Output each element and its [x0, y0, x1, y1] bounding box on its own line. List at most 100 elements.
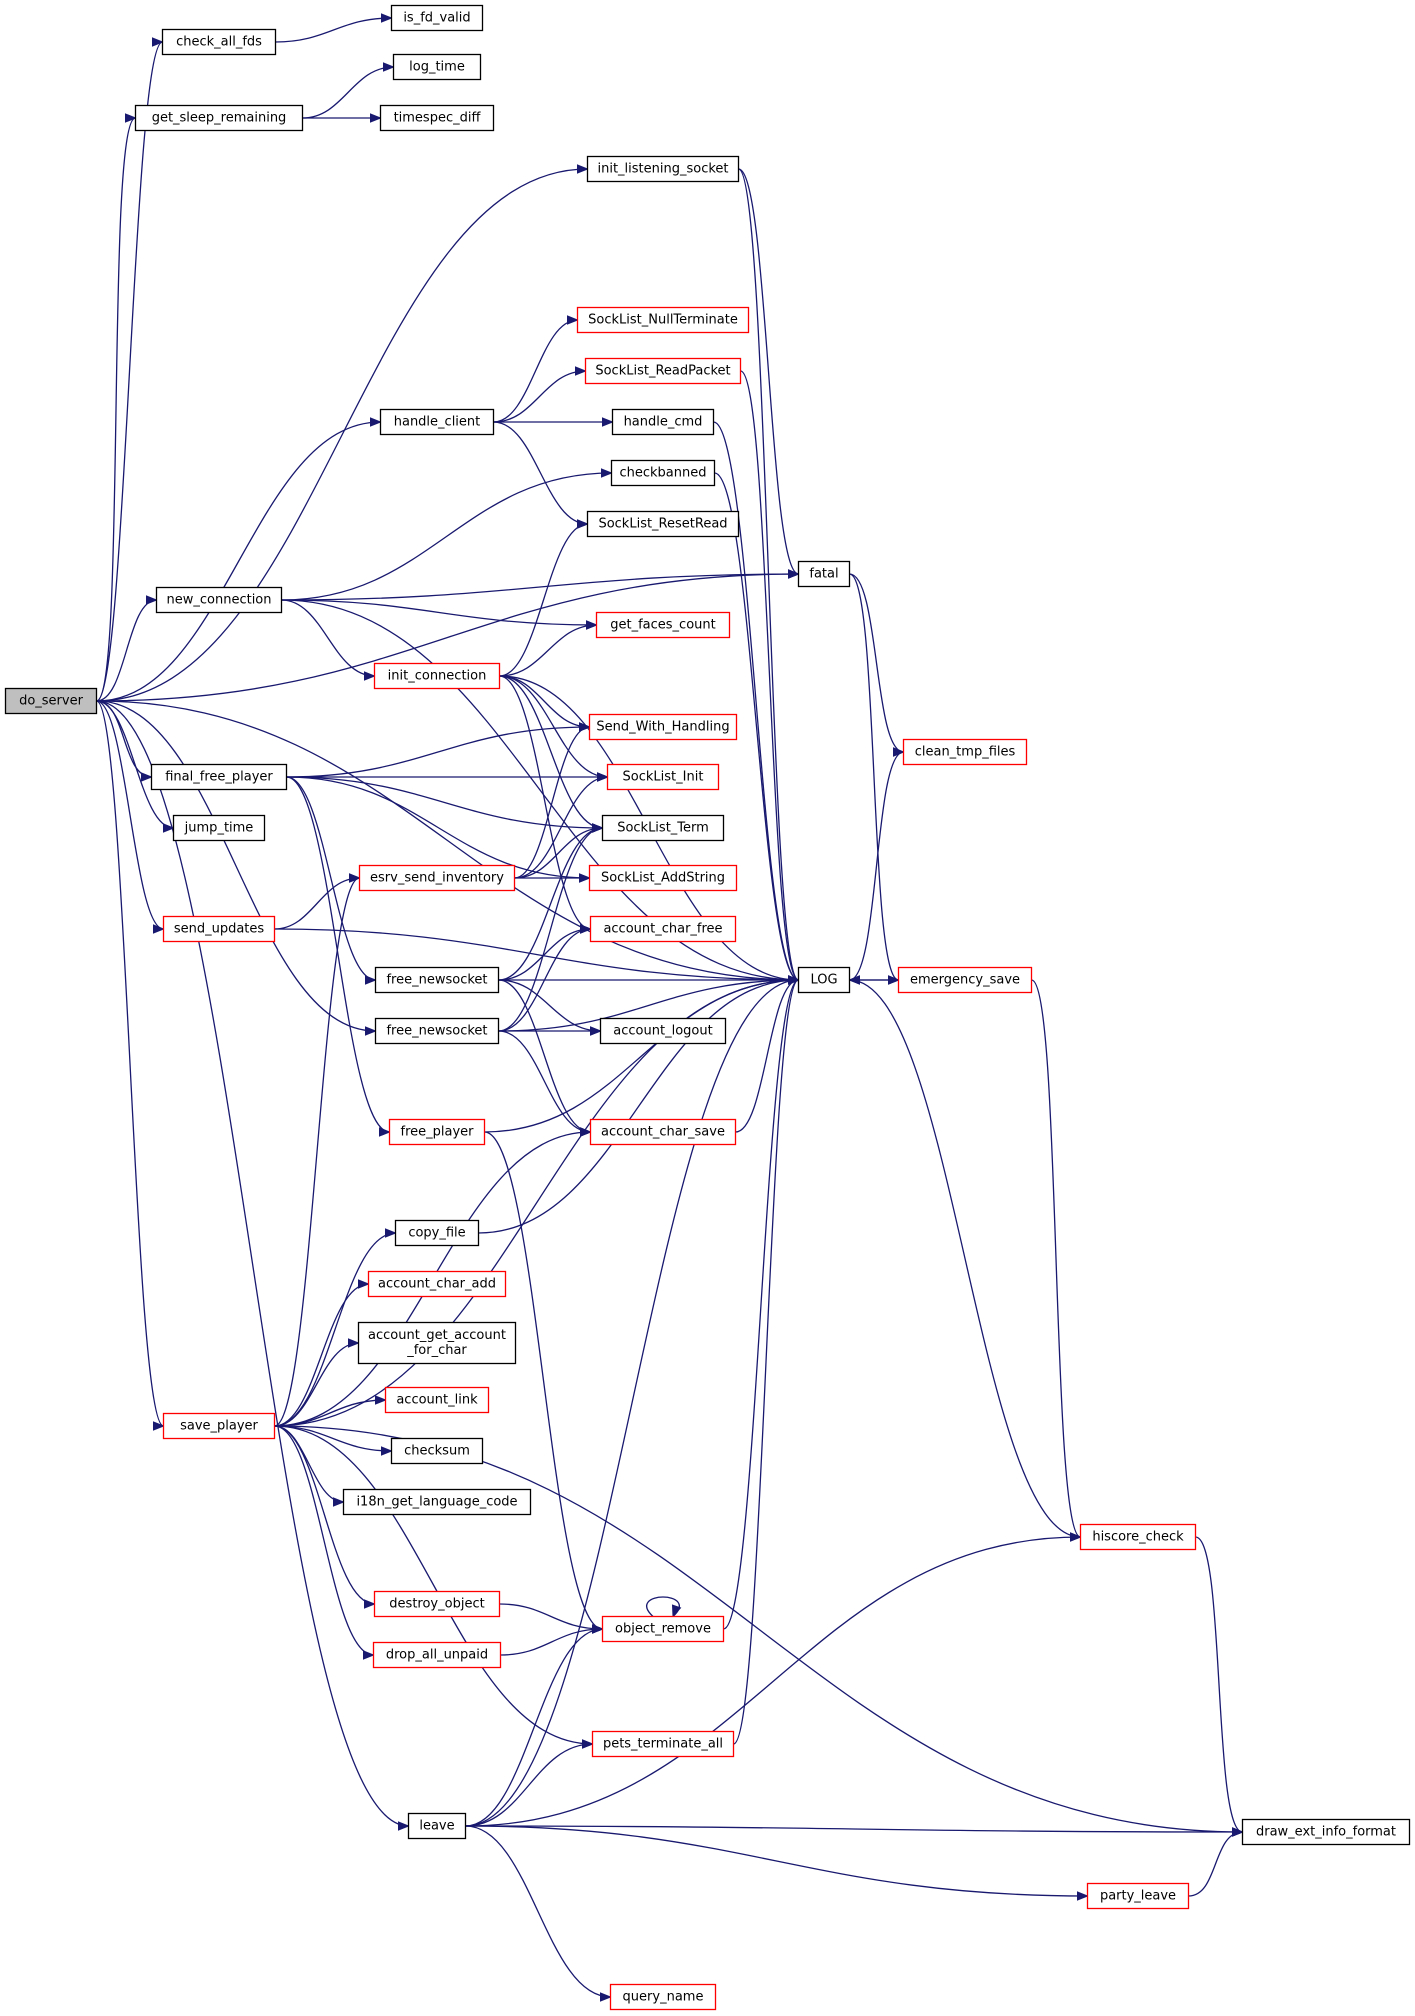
node-account-char-save[interactable]: account_char_save	[589, 1118, 737, 1146]
node-account-get-account[interactable]: account_get_account_for_char	[357, 1321, 517, 1365]
node-sock-resetread[interactable]: SockList_ResetRead	[586, 510, 740, 538]
edge-arrowhead	[788, 975, 800, 985]
node-timespec-diff[interactable]: timespec_diff	[379, 104, 495, 132]
edge-do-server-to-init-listening-socket	[96, 164, 589, 702]
edge-arrowhead	[162, 823, 175, 833]
edge-save-player-to-account-char-add	[274, 1279, 370, 1427]
node-is-fd-valid[interactable]: is_fd_valid	[390, 4, 484, 32]
node-query-name[interactable]: query_name	[609, 1983, 717, 2011]
node-hiscore-check[interactable]: hiscore_check	[1079, 1523, 1197, 1551]
node-box	[373, 1590, 501, 1618]
node-send-with-handling[interactable]: Send_With_Handling	[588, 713, 738, 741]
node-check-all-fds[interactable]: check_all_fds	[161, 28, 277, 56]
node-label: query_name	[623, 1990, 704, 2005]
edge-hiscore-check-to-draw-ext-info-format	[1195, 1536, 1244, 1837]
edge-emergency-save-to-hiscore-check	[1030, 979, 1082, 1542]
node-box	[797, 560, 851, 588]
edge-arrowhead	[601, 468, 613, 478]
node-account-char-free[interactable]: account_char_free	[589, 915, 737, 943]
node-object-remove[interactable]: object_remove	[601, 1615, 725, 1643]
node-log[interactable]: LOG	[797, 966, 851, 994]
node-jump-time[interactable]: jump_time	[172, 814, 266, 842]
node-account-char-add[interactable]: account_char_add	[367, 1270, 507, 1298]
edge-init-connection-to-sock-term	[499, 675, 604, 833]
edge-new-connection-to-init-connection	[281, 599, 376, 681]
edge-new-connection-to-checkbanned	[281, 468, 613, 601]
node-label: account_char_save	[601, 1125, 725, 1140]
node-sock-init[interactable]: SockList_Init	[606, 763, 720, 791]
node-account-link[interactable]: account_link	[384, 1386, 490, 1414]
node-box	[610, 459, 716, 487]
edge-do-server-to-final-free-player	[96, 700, 153, 782]
node-log-time[interactable]: log_time	[392, 53, 482, 81]
node-draw-ext-info-format[interactable]: draw_ext_info_format	[1241, 1818, 1411, 1846]
edge-arrowhead	[364, 1599, 376, 1609]
node-get-sleep-remaining[interactable]: get_sleep_remaining	[134, 104, 304, 132]
node-esrv-send-inventory[interactable]: esrv_send_inventory	[358, 864, 516, 892]
edge-fatal-to-emergency-save	[849, 573, 900, 985]
node-copy-file[interactable]: copy_file	[394, 1219, 480, 1247]
edge-save-player-to-copy-file	[274, 1228, 397, 1427]
node-i18n-get-language-code[interactable]: i18n_get_language_code	[342, 1488, 532, 1516]
edge-free-player-to-object-remove	[484, 1131, 604, 1634]
node-label: SockList_Init	[623, 770, 704, 785]
node-box	[134, 104, 304, 132]
node-final-free-player[interactable]: final_free_player	[150, 763, 288, 791]
edge-leave-to-log	[465, 975, 800, 1827]
node-sock-nullterminate[interactable]: SockList_NullTerminate	[576, 306, 750, 334]
node-label: drop_all_unpaid	[386, 1648, 488, 1663]
node-sock-addstring[interactable]: SockList_AddString	[588, 864, 738, 892]
node-box	[897, 966, 1033, 994]
node-new-connection[interactable]: new_connection	[155, 586, 283, 614]
node-leave[interactable]: leave	[407, 1812, 467, 1840]
node-handle-client[interactable]: handle_client	[379, 408, 495, 436]
node-save-player[interactable]: save_player	[162, 1412, 276, 1440]
node-label: fatal	[809, 567, 838, 582]
node-party-leave[interactable]: party_leave	[1086, 1882, 1190, 1910]
node-destroy-object[interactable]: destroy_object	[373, 1590, 501, 1618]
node-sock-term[interactable]: SockList_Term	[601, 814, 725, 842]
edge-arrowhead	[848, 975, 860, 985]
function-nodes: do_server check_all_fds is_fd_valid get_sle…	[4, 4, 1411, 2011]
edge-arrowhead	[577, 164, 589, 174]
node-init-connection[interactable]: init_connection	[373, 662, 501, 690]
node-label: final_free_player	[165, 770, 273, 785]
node-label: party_leave	[1100, 1889, 1176, 1904]
node-box	[902, 738, 1028, 766]
edge-hiscore-check-to-log	[848, 975, 1081, 1538]
node-do-server[interactable]: do_server	[4, 687, 98, 715]
node-label: free_newsocket	[386, 1024, 487, 1039]
node-get-faces-count[interactable]: get_faces_count	[595, 611, 731, 639]
node-label: account_char_free	[603, 922, 722, 937]
edge-final-free-player-to-send-with-handling	[286, 722, 591, 778]
node-label: timespec_diff	[394, 111, 482, 126]
node-checksum[interactable]: checksum	[390, 1437, 484, 1465]
node-send-updates[interactable]: send_updates	[162, 915, 276, 943]
node-account-logout[interactable]: account_logout	[599, 1017, 727, 1045]
node-free-newsocket-2[interactable]: free_newsocket	[374, 1017, 500, 1045]
node-checkbanned[interactable]: checkbanned	[610, 459, 716, 487]
edge-arrowhead	[592, 823, 604, 833]
node-box	[342, 1488, 532, 1516]
node-label: object_remove	[615, 1622, 711, 1637]
node-box	[588, 713, 738, 741]
node-label: SockList_ReadPacket	[595, 364, 730, 379]
node-pets-terminate-all[interactable]: pets_terminate_all	[591, 1730, 735, 1758]
node-label: account_link	[396, 1393, 478, 1408]
node-label: get_sleep_remaining	[152, 111, 287, 126]
node-handle-cmd[interactable]: handle_cmd	[611, 408, 715, 436]
node-drop-all-unpaid[interactable]: drop_all_unpaid	[372, 1641, 502, 1669]
node-box	[367, 1270, 507, 1298]
edge-esrv-send-inventory-to-sock-addstring	[514, 873, 591, 883]
node-free-newsocket-1[interactable]: free_newsocket	[374, 966, 500, 994]
node-clean-tmp-files[interactable]: clean_tmp_files	[902, 738, 1028, 766]
node-fatal[interactable]: fatal	[797, 560, 851, 588]
node-label: new_connection	[167, 593, 272, 608]
node-sock-readpacket[interactable]: SockList_ReadPacket	[584, 357, 742, 385]
node-emergency-save[interactable]: emergency_save	[897, 966, 1033, 994]
edge-object-remove-to-object-remove	[646, 1596, 682, 1618]
node-init-listening-socket[interactable]: init_listening_socket	[586, 155, 740, 183]
node-free-player[interactable]: free_player	[388, 1118, 486, 1146]
edge-save-player-to-drop-all-unpaid	[274, 1425, 375, 1660]
edge-handle-client-to-sock-resetread	[493, 421, 589, 529]
